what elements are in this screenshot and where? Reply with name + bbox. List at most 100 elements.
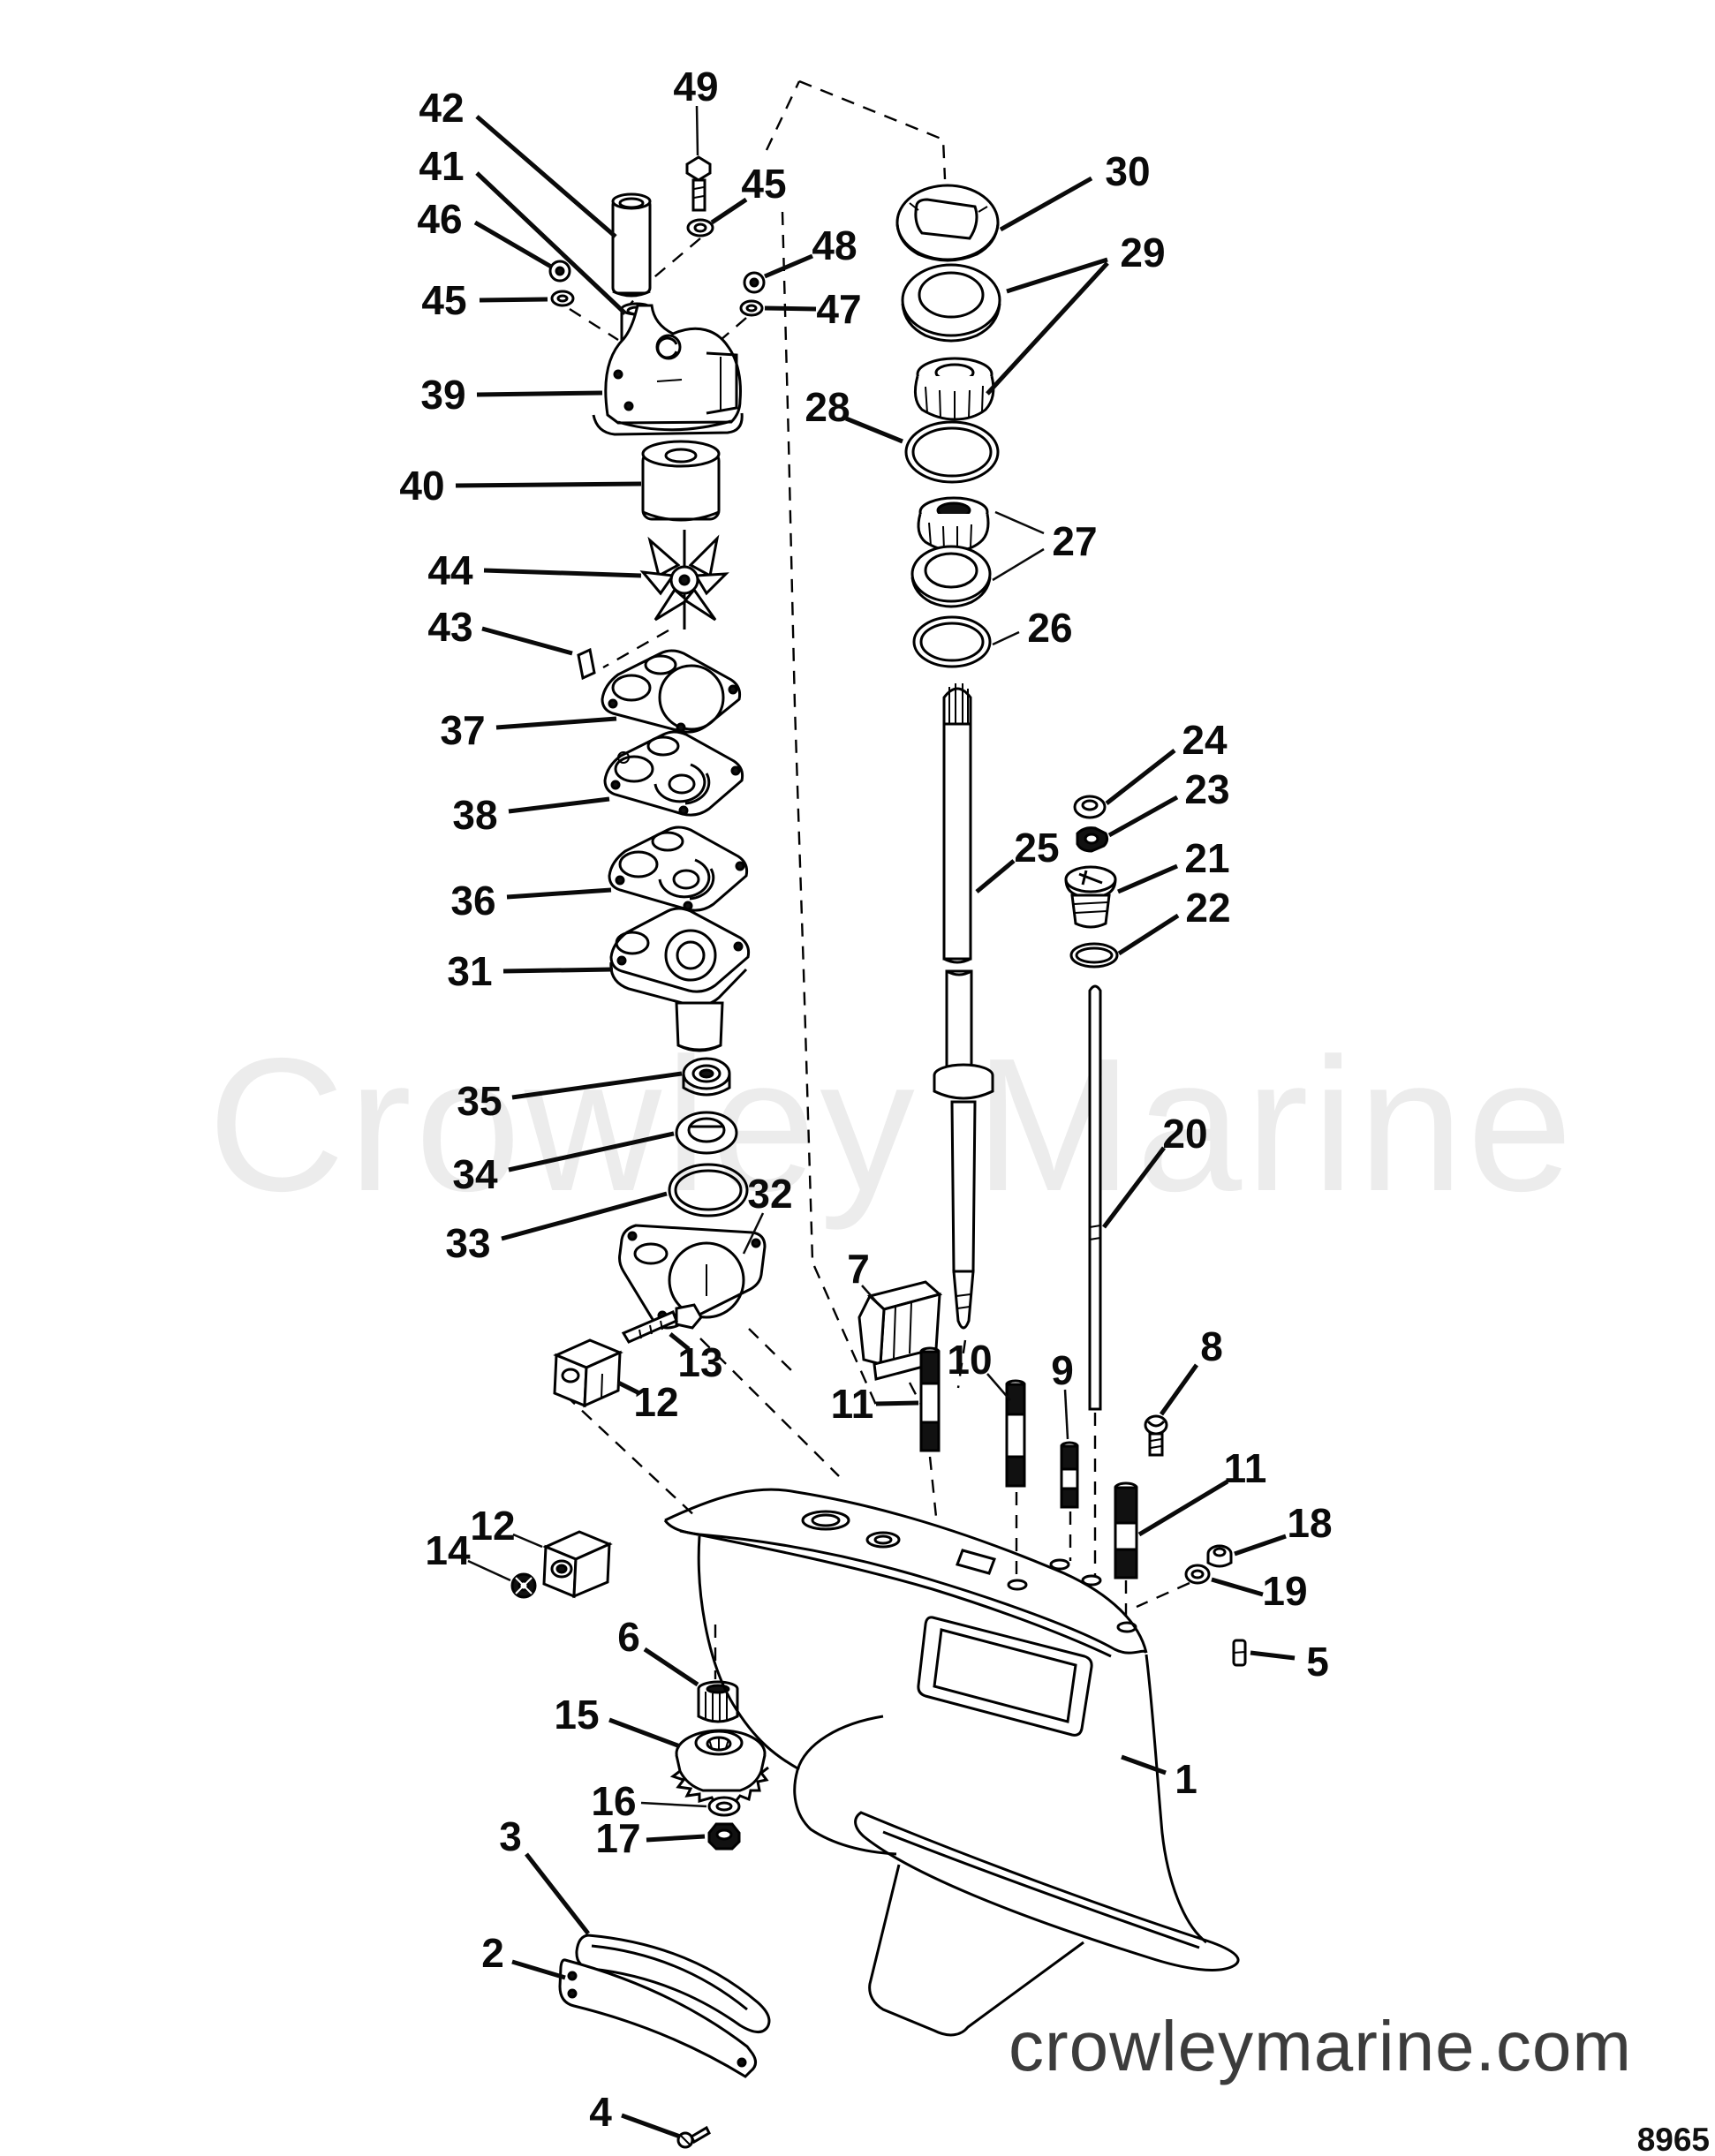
part-23-lock-washer	[1076, 826, 1109, 853]
callout-8: 8	[1200, 1323, 1223, 1369]
part-40-impeller-cup	[641, 440, 721, 522]
part-29-bearing-cone	[913, 357, 995, 421]
part-9-stud	[1060, 1441, 1079, 1509]
callout-5: 5	[1306, 1639, 1329, 1685]
callout-leader-7	[861, 1285, 877, 1302]
callout-34: 34	[452, 1151, 498, 1197]
callout-6: 6	[617, 1614, 640, 1660]
callout-leader-24	[1105, 749, 1176, 805]
callout-leader-11	[875, 1400, 919, 1406]
callout-25: 25	[1014, 825, 1059, 871]
callout-leader-19	[1211, 1577, 1264, 1597]
callout-1: 1	[1175, 1756, 1197, 1802]
part-18-nut	[1206, 1544, 1233, 1568]
callout-26: 26	[1027, 605, 1072, 651]
callout-leader-38	[508, 796, 610, 814]
callout-leader-20	[1102, 1146, 1166, 1229]
part-2-trim-tab-plate	[558, 1958, 757, 2078]
callout-leader-5	[1250, 1650, 1296, 1661]
callout-38: 38	[452, 792, 497, 838]
part-37-gasket-upper	[601, 649, 742, 734]
callout-19: 19	[1262, 1568, 1307, 1614]
callout-leader-30	[999, 176, 1093, 232]
part-30-bearing-retainer-ring	[895, 184, 1000, 262]
callout-leader-12	[512, 1533, 543, 1549]
part-17-nut	[707, 1822, 741, 1851]
part-15-forward-gear	[669, 1729, 769, 1807]
callout-leader-26	[992, 630, 1020, 646]
callout-44: 44	[427, 547, 473, 593]
part-36-gasket-lower	[608, 825, 749, 912]
callout-leader-47	[764, 305, 817, 312]
callout-leader-46	[473, 220, 553, 269]
callout-leader-6	[643, 1647, 699, 1687]
callout-leader-48	[764, 253, 813, 279]
part-4-screw	[676, 2125, 711, 2149]
callout-45: 45	[741, 161, 786, 207]
callout-leader-15	[608, 1717, 681, 1749]
callout-leader-33	[501, 1191, 668, 1241]
callout-47: 47	[816, 286, 861, 332]
part-34-washer	[675, 1111, 738, 1155]
part-19-washer	[1184, 1564, 1211, 1585]
callout-12: 12	[633, 1379, 678, 1425]
callout-45: 45	[421, 277, 466, 323]
callout-12: 12	[470, 1503, 515, 1549]
callout-leader-2	[511, 1959, 566, 1980]
callout-11: 11	[1224, 1445, 1267, 1491]
callout-leader-39	[476, 390, 603, 397]
part-48-nut	[743, 271, 766, 294]
part-45-washer-right	[686, 218, 714, 237]
callout-leader-36	[506, 887, 612, 900]
part-20-shift-rod	[1088, 984, 1102, 1411]
part-12-anode-upper	[553, 1338, 623, 1408]
callout-4: 4	[589, 2089, 612, 2135]
callout-leader-4	[621, 2113, 681, 2139]
callout-36: 36	[450, 878, 495, 923]
part-16-washer	[707, 1796, 741, 1817]
part-13-bolt	[621, 1303, 703, 1344]
callout-28: 28	[805, 384, 850, 430]
part-22-o-ring	[1069, 942, 1119, 969]
callout-leader-44	[483, 568, 642, 578]
callout-27: 27	[1052, 518, 1097, 564]
part-42-water-tube	[611, 192, 652, 298]
callout-41: 41	[419, 143, 464, 189]
callout-leader-35	[511, 1071, 683, 1100]
part-32-gasket-plate	[618, 1224, 767, 1330]
part-35-oil-seal	[682, 1057, 731, 1097]
part-33-o-ring	[668, 1163, 749, 1217]
callout-layer: 4241464549454847394044433738363135343332…	[399, 64, 1333, 2139]
callout-leader-9	[1063, 1389, 1069, 1440]
callout-3: 3	[499, 1813, 522, 1859]
part-28-o-ring	[904, 420, 1000, 484]
callout-leader-21	[1117, 863, 1178, 894]
part-14-locknut	[510, 1572, 537, 1599]
callout-39: 39	[420, 372, 465, 418]
callout-16: 16	[591, 1778, 636, 1824]
part-43-impeller-key	[577, 647, 596, 681]
callout-leader-29	[1006, 257, 1108, 294]
callout-leader-22	[1117, 913, 1180, 956]
callout-35: 35	[457, 1078, 502, 1124]
callout-leader-49	[695, 105, 699, 156]
part-29-bearing-race	[901, 263, 1001, 343]
callout-20: 20	[1162, 1111, 1207, 1157]
callout-leader-12	[616, 1380, 641, 1396]
callout-leader-23	[1107, 795, 1179, 838]
callout-46: 46	[417, 196, 462, 242]
callout-42: 42	[419, 85, 464, 131]
callout-21: 21	[1184, 835, 1229, 881]
callout-leader-28	[845, 416, 903, 444]
callout-leader-27	[994, 510, 1045, 535]
callout-43: 43	[427, 604, 472, 650]
callout-leader-32	[742, 1212, 765, 1255]
part-24-washer	[1073, 795, 1107, 819]
callout-leader-16	[640, 1801, 707, 1808]
callout-leader-42	[475, 115, 617, 238]
callout-11: 11	[831, 1381, 874, 1427]
part-46-nut	[548, 260, 571, 283]
callout-48: 48	[812, 222, 857, 268]
callout-15: 15	[554, 1692, 599, 1738]
